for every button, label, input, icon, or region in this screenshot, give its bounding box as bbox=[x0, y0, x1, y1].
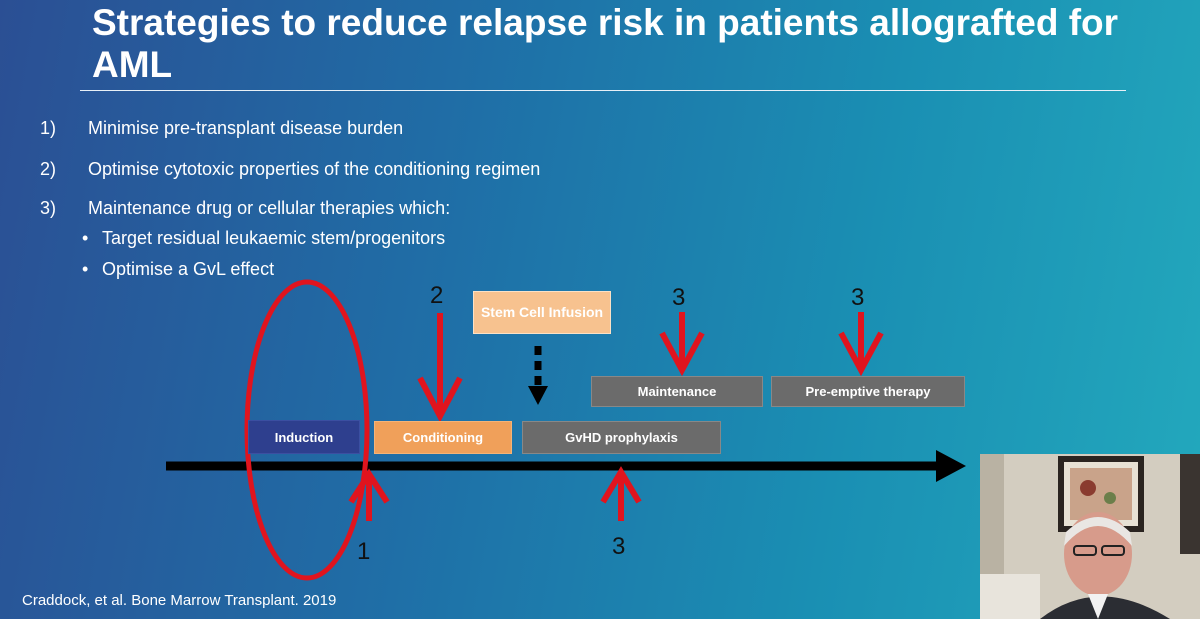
annotation-3-maintenance: 3 bbox=[672, 284, 685, 312]
strategy-arrow-maintenance bbox=[662, 312, 702, 370]
strategy-arrow-preemptive bbox=[841, 312, 881, 370]
infusion-arrow bbox=[528, 346, 548, 405]
annotation-1: 1 bbox=[357, 538, 370, 566]
preemptive-therapy-box: Pre-emptive therapy bbox=[771, 376, 965, 407]
annotation-2: 2 bbox=[430, 282, 443, 310]
strategy-arrow-gvhd bbox=[603, 472, 639, 521]
strategy-arrow-conditioning bbox=[420, 313, 460, 416]
maintenance-box: Maintenance bbox=[591, 376, 763, 407]
citation: Craddock, et al. Bone Marrow Transplant.… bbox=[22, 592, 336, 609]
presenter-video-icon bbox=[980, 454, 1200, 619]
conditioning-box: Conditioning bbox=[374, 421, 512, 454]
stem-cell-infusion-box: Stem Cell Infusion bbox=[473, 291, 611, 334]
induction-box: Induction bbox=[248, 420, 360, 454]
webcam-overlay bbox=[980, 454, 1200, 619]
annotation-3-gvhd: 3 bbox=[612, 533, 625, 561]
annotation-3-preemptive: 3 bbox=[851, 284, 864, 312]
gvhd-prophylaxis-box: GvHD prophylaxis bbox=[522, 421, 721, 454]
timeline-arrowhead bbox=[936, 450, 966, 482]
